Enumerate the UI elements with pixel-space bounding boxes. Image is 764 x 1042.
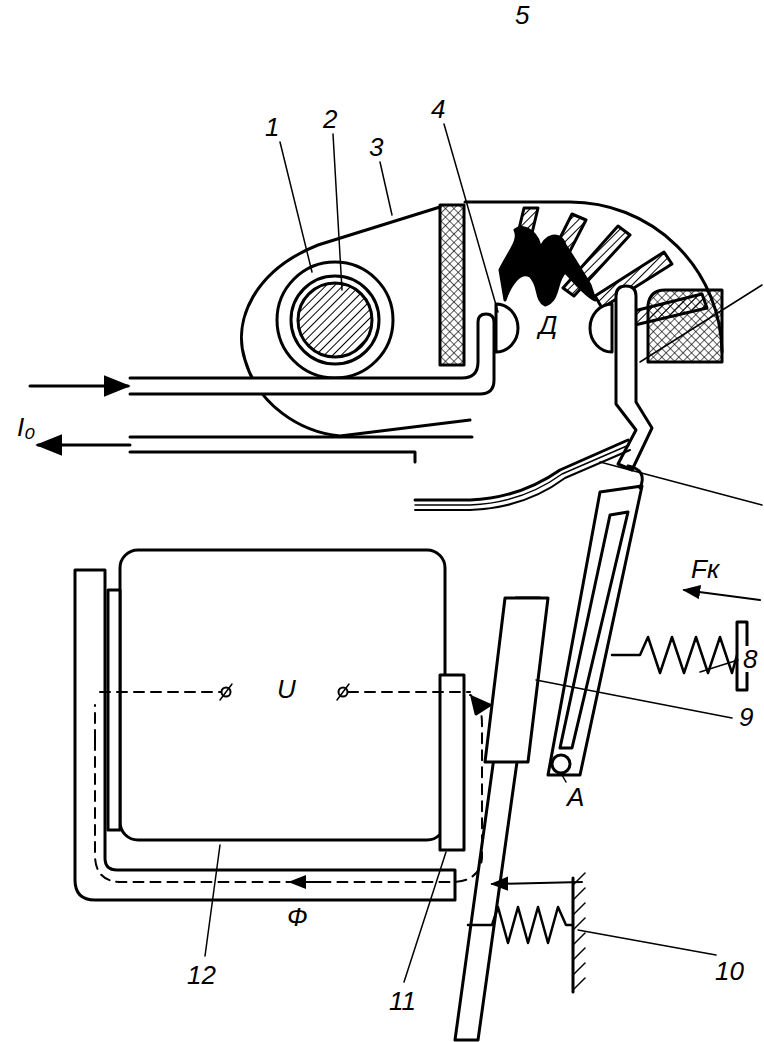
callout-number: 3 — [368, 134, 384, 160]
callout-number: 8 — [742, 646, 758, 672]
current-label: I₀ — [16, 414, 36, 440]
magnet-coil — [120, 550, 445, 840]
fixed-contact — [130, 314, 494, 394]
flux-path — [95, 692, 482, 882]
flexible-braid — [415, 440, 628, 500]
pole-piece — [440, 675, 464, 850]
contact-spring — [612, 637, 737, 673]
callout-number: 10 — [714, 958, 745, 984]
point-letter: A — [566, 784, 585, 810]
contact-lever — [548, 486, 642, 775]
leader-lines — [205, 124, 738, 982]
flux-arrow — [472, 697, 490, 714]
flux-label: Ф — [286, 904, 309, 930]
callout-number: 5 — [514, 2, 530, 28]
gap-letter: Д — [538, 312, 558, 338]
callout-number: 11 — [388, 988, 417, 1014]
pivot-pin — [552, 755, 570, 773]
insulating-plate — [440, 205, 464, 365]
voltage-label: U — [276, 676, 297, 702]
current-arrow-out — [38, 444, 130, 447]
electric-arc — [500, 228, 595, 305]
callout-number: 12 — [186, 962, 217, 988]
callout-number: 4 — [430, 96, 446, 122]
force-label: Fк — [690, 556, 720, 582]
callout-number: 9 — [738, 704, 754, 730]
callout-number: 2 — [322, 106, 338, 132]
callout-number: 1 — [264, 114, 280, 140]
return-spring — [468, 907, 572, 943]
fixed-contact-tip — [496, 304, 518, 352]
current-arrow-in — [30, 385, 128, 388]
blowout-coil — [277, 262, 393, 378]
moving-contact-tip — [590, 304, 612, 352]
chute-body — [242, 207, 470, 436]
outgoing-wire — [130, 437, 472, 462]
coil-core — [298, 283, 372, 357]
